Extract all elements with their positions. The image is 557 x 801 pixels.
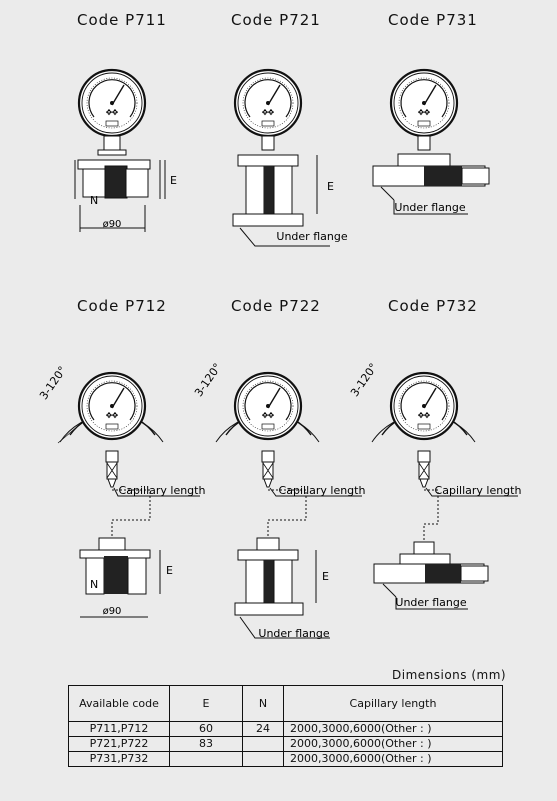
leader-under-flange-p722	[239, 616, 330, 639]
cell-e: 60	[169, 721, 243, 737]
title-p712: Code P712	[77, 297, 167, 315]
dimensions-unit-note: Dimensions (mm)	[392, 668, 507, 682]
header-n: N	[242, 685, 284, 722]
leader-capillary-p712	[113, 487, 200, 497]
capillary-label-p722: Capillary length	[279, 484, 366, 497]
gauge-dial-p731	[389, 68, 459, 138]
title-p731: Code P731	[388, 11, 478, 29]
cell-capillary: 2000,3000,6000(Other : )	[283, 751, 503, 767]
table-row: P721,P722 83 2000,3000,6000(Other : )	[68, 736, 503, 752]
cell-capillary: 2000,3000,6000(Other : )	[283, 721, 503, 737]
dim-n-p711: N	[90, 194, 98, 207]
title-p721: Code P721	[231, 11, 321, 29]
dim-e-p722: E	[322, 570, 329, 583]
capillary-fitting-p712	[105, 450, 119, 488]
cell-code: P721,P722	[68, 736, 170, 752]
flange-p732	[373, 541, 489, 598]
angle-label-p712: 3-120°	[37, 364, 69, 402]
title-p711: Code P711	[77, 11, 167, 29]
cell-code: P731,P732	[68, 751, 170, 767]
angle-label-p722: 3-120°	[192, 361, 224, 399]
cell-e: 83	[169, 736, 243, 752]
dim-e-p711: E	[170, 174, 177, 187]
flange-p722	[234, 537, 317, 616]
flange-p721	[232, 135, 318, 227]
capillary-label-p712: Capillary length	[119, 484, 206, 497]
header-capillary-length: Capillary length	[283, 685, 503, 722]
capillary-label-p732: Capillary length	[435, 484, 522, 497]
cell-e	[169, 751, 243, 767]
gauge-dial-p712	[77, 371, 147, 441]
dimensions-table: Available code E N Capillary length P711…	[68, 685, 503, 767]
capillary-line-p722	[267, 489, 307, 536]
dim-dia-p711: ø90	[103, 219, 122, 230]
under-flange-label-p731: Under flange	[394, 201, 465, 214]
leader-capillary-p722	[269, 487, 362, 497]
flange-p711	[74, 135, 166, 232]
capillary-fitting-p722	[261, 450, 275, 488]
dim-e-p712: E	[166, 564, 173, 577]
gauge-dial-p721	[233, 68, 303, 138]
capillary-line-p712	[111, 489, 151, 536]
dim-n-p712: N	[90, 578, 98, 591]
cell-code: P711,P712	[68, 721, 170, 737]
leader-capillary-p732	[425, 487, 518, 497]
header-available-code: Available code	[68, 685, 170, 722]
under-flange-label-p722: Under flange	[258, 627, 329, 640]
leader-under-flange-p721	[239, 227, 330, 247]
capillary-fitting-p732	[417, 450, 431, 488]
gauge-dial-p711	[77, 68, 147, 138]
leader-under-flange-p732	[395, 597, 468, 610]
capillary-line-p732	[423, 489, 439, 540]
dim-dia-p712: ø90	[103, 606, 122, 617]
cell-n	[242, 751, 284, 767]
cell-n: 24	[242, 721, 284, 737]
cell-capillary: 2000,3000,6000(Other : )	[283, 736, 503, 752]
gauge-dial-p722	[233, 371, 303, 441]
leader-under-flange-p731	[393, 200, 468, 215]
flange-p731	[372, 135, 490, 201]
table-row: P731,P732 2000,3000,6000(Other : )	[68, 751, 503, 767]
angle-label-p732: 3-120°	[348, 361, 380, 399]
header-e: E	[169, 685, 243, 722]
flange-p712	[79, 537, 161, 618]
under-flange-label-p732: Under flange	[395, 596, 466, 609]
title-p732: Code P732	[388, 297, 478, 315]
table-row: P711,P712 60 24 2000,3000,6000(Other : )	[68, 721, 503, 737]
table-header-row: Available code E N Capillary length	[68, 685, 503, 722]
title-p722: Code P722	[231, 297, 321, 315]
cell-n	[242, 736, 284, 752]
dim-e-p721: E	[327, 180, 334, 193]
under-flange-label-p721: Under flange	[276, 230, 347, 243]
gauge-dial-p732	[389, 371, 459, 441]
